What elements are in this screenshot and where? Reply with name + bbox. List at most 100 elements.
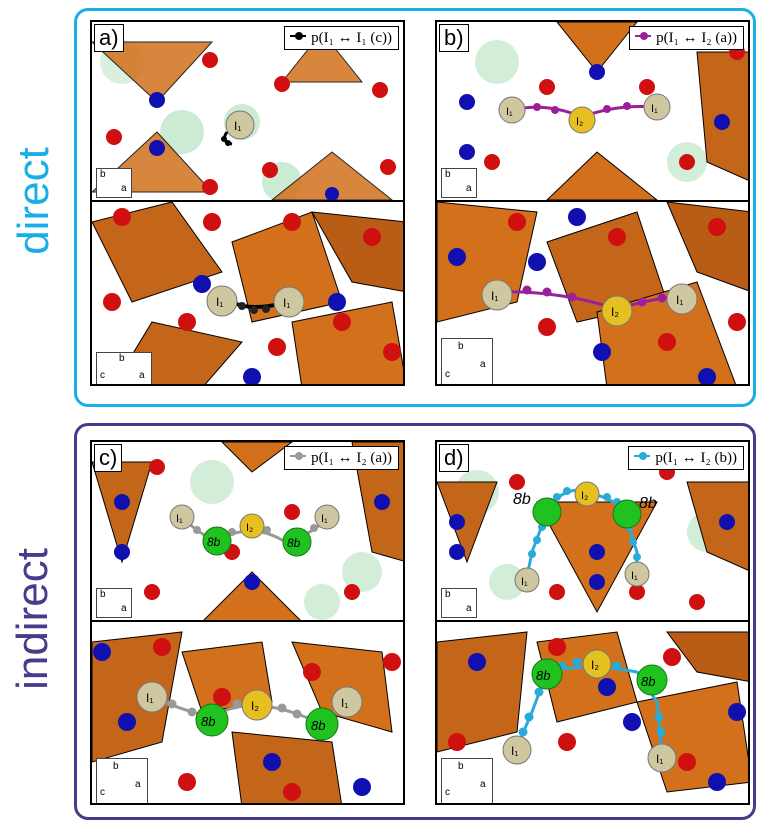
panel-a-letter: a) bbox=[94, 24, 124, 52]
atom-label-i1: I₁ bbox=[511, 744, 518, 758]
panel-a-top-axes: b a bbox=[96, 168, 132, 198]
iodine-i1-atom bbox=[225, 110, 255, 140]
atom-label-8b: 8b bbox=[641, 674, 655, 689]
legend-swatch bbox=[290, 32, 307, 40]
panel-d-top-axes: b a bbox=[441, 588, 477, 618]
axis-b-label: b bbox=[100, 589, 106, 600]
iodine-i1-atom bbox=[666, 283, 698, 315]
atom-label-i2: I₂ bbox=[611, 305, 619, 319]
site-8b-atom bbox=[282, 527, 312, 557]
panel-c-structure: I₁ 8b I₂ 8b I₁ I₁ 8b I₂ 8b I₁ bbox=[92, 442, 403, 803]
panel-d-legend-text: p(I₁ ↔ I₂ (b)) bbox=[655, 450, 737, 466]
panel-a-bottom-axes: b c a bbox=[96, 352, 152, 384]
panel-b-legend: p(I₁ ↔ I₂ (a)) bbox=[629, 26, 744, 50]
atom-label-8b: 8b bbox=[311, 718, 325, 733]
atom-label-i1: I₁ bbox=[341, 696, 348, 710]
axis-a-label: a bbox=[121, 603, 127, 614]
direct-label: direct bbox=[8, 147, 58, 255]
indirect-label: indirect bbox=[7, 548, 57, 690]
atom-label-i1: I₁ bbox=[234, 119, 241, 133]
iodine-i2-atom bbox=[574, 481, 600, 507]
iodine-i1-atom bbox=[647, 743, 677, 773]
atom-label-8b: 8b bbox=[513, 491, 531, 508]
axis-c-label: c bbox=[100, 787, 105, 798]
axis-b-label: b bbox=[445, 589, 451, 600]
atom-label-i1: I₁ bbox=[283, 296, 290, 310]
legend-swatch bbox=[635, 32, 652, 40]
iodine-i2-atom bbox=[239, 513, 265, 539]
atom-label-i1: I₁ bbox=[216, 295, 223, 309]
axis-c-label: c bbox=[100, 370, 105, 381]
atom-label-i2: I₂ bbox=[591, 658, 599, 672]
iodine-i1-atom bbox=[514, 567, 540, 593]
panel-c-letter: c) bbox=[94, 444, 123, 472]
atom-label-i1: I₁ bbox=[651, 103, 658, 115]
atom-label-i2: I₂ bbox=[581, 490, 588, 502]
iodine-i1-atom bbox=[314, 504, 340, 530]
panel-c-top-axes: b a bbox=[96, 588, 132, 618]
axis-a-label: a bbox=[480, 779, 486, 790]
panel-b: I₁ I₂ I₁ I₁ I₂ I₁ b) p(I₁ ↔ I₂ (a)) b a … bbox=[435, 20, 750, 386]
panel-c-bottom-axes: b c a bbox=[96, 758, 148, 803]
iodine-i1-atom bbox=[498, 96, 526, 124]
direct-group-frame bbox=[74, 8, 756, 407]
iodine-i1-atom bbox=[624, 561, 650, 587]
iodine-i2-atom bbox=[582, 649, 612, 679]
iodine-i1-atom bbox=[273, 286, 305, 318]
atom-label-i1: I₁ bbox=[631, 570, 638, 582]
site-8b-atom bbox=[612, 499, 642, 529]
legend-swatch bbox=[290, 452, 307, 460]
panel-c-divider bbox=[92, 620, 403, 622]
iodine-i2-atom bbox=[568, 106, 596, 134]
axis-b-label: b bbox=[458, 341, 464, 352]
atom-label-i1: I₁ bbox=[521, 576, 528, 588]
panel-a-divider bbox=[92, 200, 403, 202]
panel-d-structure: 8b I₂ 8b I₁ I₁ 8b I₂ 8b I₁ I₁ bbox=[437, 464, 748, 803]
site-8b-atom bbox=[532, 497, 562, 527]
site-8b-atom bbox=[531, 658, 563, 690]
panel-d-bottom-axes: b c a bbox=[441, 758, 493, 803]
panel-b-structure: I₁ I₂ I₁ I₁ I₂ I₁ bbox=[437, 22, 748, 384]
atom-label-i1: I₁ bbox=[176, 513, 183, 525]
iodine-i1-atom bbox=[331, 686, 363, 718]
iodine-i1-atom bbox=[502, 735, 532, 765]
panel-c-legend-text: p(I₁ ↔ I₂ (a)) bbox=[311, 450, 392, 466]
panel-d-letter: d) bbox=[439, 444, 469, 472]
panel-a-legend: p(I₁ ↔ I₁ (c)) bbox=[284, 26, 399, 50]
panel-c: I₁ 8b I₂ 8b I₁ I₁ 8b I₂ 8b I₁ c) p(I₁ ↔ … bbox=[90, 440, 405, 805]
panel-d: 8b I₂ 8b I₁ I₁ 8b I₂ 8b I₁ I₁ d) p(I₁ ↔ … bbox=[435, 440, 750, 805]
iodine-i1-atom bbox=[169, 504, 195, 530]
legend-swatch bbox=[634, 452, 651, 460]
iodine-i1-atom bbox=[206, 285, 238, 317]
panel-a-legend-text: p(I₁ ↔ I₁ (c)) bbox=[311, 30, 392, 46]
atom-label-i1: I₁ bbox=[676, 293, 683, 307]
atom-label-8b: 8b bbox=[207, 535, 221, 549]
axis-b-label: b bbox=[445, 169, 451, 180]
panel-b-bottom-axes: b c a bbox=[441, 338, 493, 384]
panel-a-structure: I₁ I₁ I₁ bbox=[92, 31, 403, 384]
atom-label-i1: I₁ bbox=[656, 752, 663, 766]
atom-label-i2: I₂ bbox=[251, 699, 259, 713]
atom-label-8b: 8b bbox=[287, 536, 301, 550]
atom-label-i1: I₁ bbox=[506, 106, 513, 118]
atom-label-8b: 8b bbox=[536, 668, 550, 683]
atom-label-i2: I₂ bbox=[576, 116, 583, 128]
site-8b-atom bbox=[636, 664, 668, 696]
iodine-i2-atom bbox=[241, 689, 273, 721]
axis-a-label: a bbox=[121, 183, 127, 194]
atom-label-i2: I₂ bbox=[246, 522, 253, 534]
atom-label-i1: I₁ bbox=[146, 691, 153, 705]
site-8b-atom bbox=[305, 707, 339, 741]
axis-a-label: a bbox=[135, 779, 141, 790]
atom-label-i1: I₁ bbox=[321, 513, 328, 525]
panel-d-divider bbox=[437, 620, 748, 622]
axis-b-label: b bbox=[458, 761, 464, 772]
axis-a-label: a bbox=[466, 603, 472, 614]
atom-label-8b: 8b bbox=[639, 495, 657, 512]
iodine-i2-atom bbox=[601, 295, 633, 327]
panel-b-top-axes: b a bbox=[441, 168, 477, 198]
axis-b-label: b bbox=[119, 353, 125, 364]
axis-b-label: b bbox=[113, 761, 119, 772]
axis-c-label: c bbox=[445, 787, 450, 798]
axis-a-label: a bbox=[480, 359, 486, 370]
